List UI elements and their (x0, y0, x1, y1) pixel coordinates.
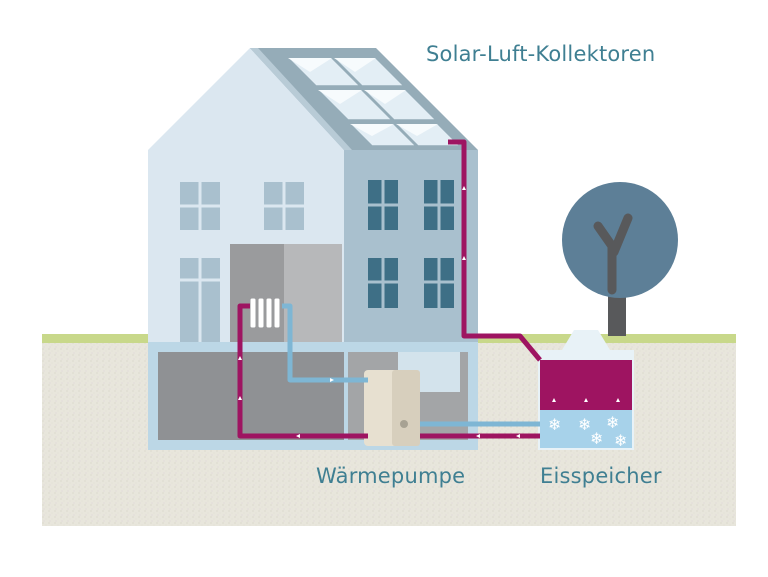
snowflake-icon: ❄ (590, 429, 603, 448)
ice-storage-warm-zone (540, 360, 632, 410)
snowflake-icon: ❄ (614, 431, 627, 450)
heat-pump-dial (400, 420, 408, 428)
snowflake-icons: ❄ ❄ ❄ ❄ ❄ (548, 413, 627, 450)
solar-collector-highlights (288, 58, 438, 136)
cold-pipes (282, 303, 540, 427)
snowflake-icon: ❄ (548, 415, 561, 434)
snowflake-icon: ❄ (606, 413, 619, 432)
label-solar-air-collectors: Solar-Luft-Kollektoren (426, 42, 656, 66)
grass-strip-right (478, 334, 736, 343)
label-heat-pump: Wärmepumpe (316, 464, 466, 488)
interior-room-shade (284, 244, 342, 342)
label-ice-storage: Eisspeicher (540, 464, 662, 488)
house-side (344, 150, 478, 342)
basement-room-left (158, 352, 344, 440)
ice-storage-dome (562, 330, 610, 350)
snowflake-icon: ❄ (578, 415, 591, 434)
ice-storage-ice-zone (540, 410, 632, 448)
heat-pump-panel (392, 370, 420, 446)
grass-strip-left (42, 334, 152, 343)
roof-edge (250, 48, 352, 150)
flow-arrows (238, 186, 520, 438)
front-windows (180, 182, 304, 342)
tree-branch (593, 213, 633, 295)
warm-pipes (237, 139, 542, 439)
radiator (249, 297, 281, 329)
tank-level-arrows (552, 398, 620, 402)
